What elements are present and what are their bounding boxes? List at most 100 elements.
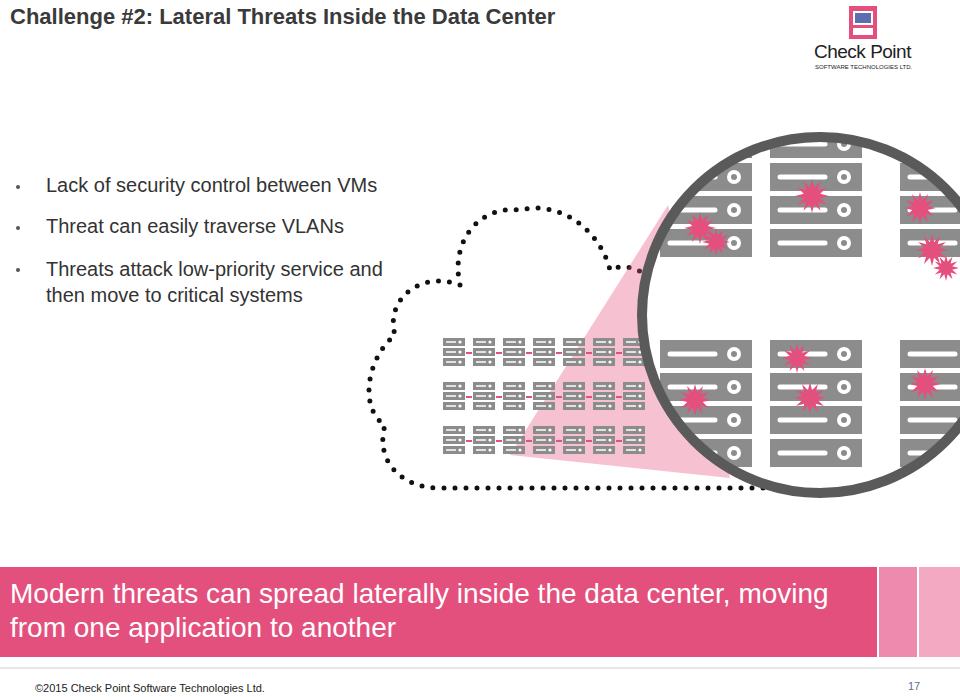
server-slot — [596, 429, 606, 431]
lateral-arrow — [466, 396, 472, 398]
server-unit — [503, 358, 525, 366]
server-led — [548, 340, 551, 343]
server-slot — [506, 395, 516, 397]
server-unit — [623, 446, 645, 454]
server-led — [731, 207, 737, 213]
server-led — [488, 428, 491, 431]
server-led — [727, 170, 741, 184]
server-slot — [476, 429, 486, 431]
band-stripe — [879, 567, 917, 657]
server-slot — [536, 439, 546, 441]
server-led — [837, 380, 851, 394]
server-unit — [623, 402, 645, 410]
server-unit — [593, 382, 615, 390]
lateral-arrow — [526, 352, 532, 354]
server-led — [731, 351, 737, 357]
lateral-arrow — [496, 352, 502, 354]
server-led — [518, 404, 521, 407]
server-unit — [563, 382, 585, 390]
server-unit — [533, 338, 555, 346]
server-unit — [533, 446, 555, 454]
server-unit — [473, 402, 495, 410]
lateral-arrow — [616, 396, 622, 398]
server-slot — [506, 385, 516, 387]
server-led — [548, 360, 551, 363]
server-slot — [566, 385, 576, 387]
server-slot — [536, 405, 546, 407]
server-led — [518, 438, 521, 441]
caption-band — [0, 567, 877, 657]
server-led — [518, 384, 521, 387]
bullet-text: Threat can easily traverse VLANs — [46, 214, 466, 238]
server-slot — [446, 341, 456, 343]
server-slot — [476, 385, 486, 387]
server-led — [731, 141, 737, 147]
server-led — [518, 350, 521, 353]
server-unit — [533, 382, 555, 390]
server-led — [548, 404, 551, 407]
server-unit — [593, 436, 615, 444]
server-slot — [566, 449, 576, 451]
server-unit — [623, 358, 645, 366]
server-slot — [596, 395, 606, 397]
server-slot — [596, 405, 606, 407]
server-slot — [780, 451, 825, 456]
server-unit — [533, 348, 555, 356]
server-slot — [446, 385, 456, 387]
server-led — [727, 446, 741, 460]
bullet-dot — [16, 268, 20, 272]
server-slot — [626, 351, 636, 353]
server-slot — [476, 449, 486, 451]
threat-splat — [702, 228, 730, 256]
server-unit — [623, 382, 645, 390]
lateral-arrow — [556, 440, 562, 442]
server-slot — [626, 429, 636, 431]
server-unit — [503, 446, 525, 454]
server-slot — [446, 395, 456, 397]
server-led — [458, 350, 461, 353]
server-led — [841, 240, 847, 246]
server-led — [578, 438, 581, 441]
server-unit — [563, 446, 585, 454]
server-slot — [506, 449, 516, 451]
server-unit — [503, 382, 525, 390]
server-led — [638, 384, 641, 387]
server-unit — [563, 348, 585, 356]
server-led — [578, 428, 581, 431]
lateral-arrow — [496, 396, 502, 398]
server-led — [458, 438, 461, 441]
server-unit — [563, 426, 585, 434]
server-led — [727, 380, 741, 394]
server-unit — [443, 402, 465, 410]
server-slot — [446, 439, 456, 441]
server-slot — [536, 351, 546, 353]
server-unit — [900, 340, 960, 368]
server-slot — [626, 341, 636, 343]
server-unit — [533, 426, 555, 434]
threat-splat — [794, 382, 826, 414]
server-unit — [563, 338, 585, 346]
server-led — [837, 236, 851, 250]
server-led — [727, 137, 741, 151]
server-unit — [563, 436, 585, 444]
server-slot — [506, 361, 516, 363]
server-led — [458, 394, 461, 397]
server-unit — [473, 348, 495, 356]
server-unit — [770, 340, 862, 368]
server-slot — [446, 405, 456, 407]
server-led — [841, 450, 847, 456]
server-led — [608, 340, 611, 343]
band-stripe — [919, 567, 960, 657]
server-led — [638, 438, 641, 441]
server-unit — [473, 436, 495, 444]
copyright: ©2015 Check Point Software Technologies … — [35, 682, 435, 695]
server-slot — [476, 405, 486, 407]
lateral-arrow — [526, 396, 532, 398]
bullet-text: Threats attack low-priority service and … — [46, 256, 391, 308]
server-slot — [536, 429, 546, 431]
server-led — [458, 384, 461, 387]
server-slot — [506, 351, 516, 353]
server-slot — [536, 385, 546, 387]
server-slot — [626, 395, 636, 397]
server-unit — [443, 392, 465, 400]
